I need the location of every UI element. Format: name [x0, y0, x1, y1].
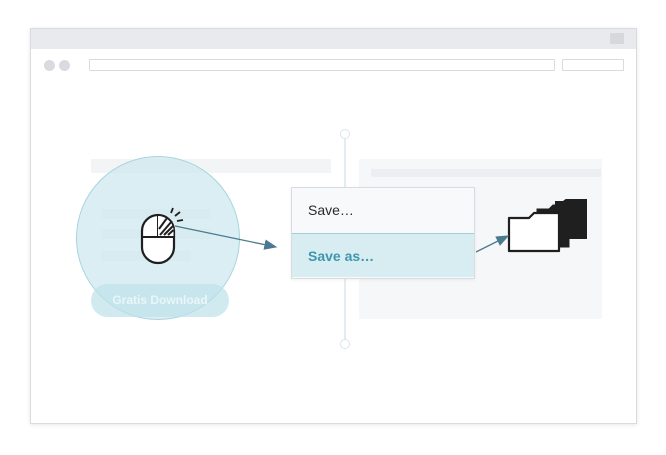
download-button[interactable]: Gratis Download [91, 284, 229, 317]
window-control-button[interactable] [610, 33, 624, 44]
divider-node [340, 129, 350, 139]
nav-dot[interactable] [59, 60, 70, 71]
nav-dot[interactable] [44, 60, 55, 71]
context-menu: Save… Save as… [291, 187, 475, 279]
page-content-placeholder [371, 169, 601, 177]
search-bar[interactable] [562, 59, 624, 71]
menu-item-save-as[interactable]: Save as… [292, 233, 474, 277]
address-bar[interactable] [89, 59, 555, 71]
title-bar [31, 29, 636, 49]
browser-window: Gratis Download Save… Save as… [30, 28, 637, 424]
divider-node [340, 339, 350, 349]
folder-icon [507, 199, 587, 253]
menu-item-save[interactable]: Save… [308, 202, 354, 218]
mouse-click-icon [140, 207, 184, 265]
